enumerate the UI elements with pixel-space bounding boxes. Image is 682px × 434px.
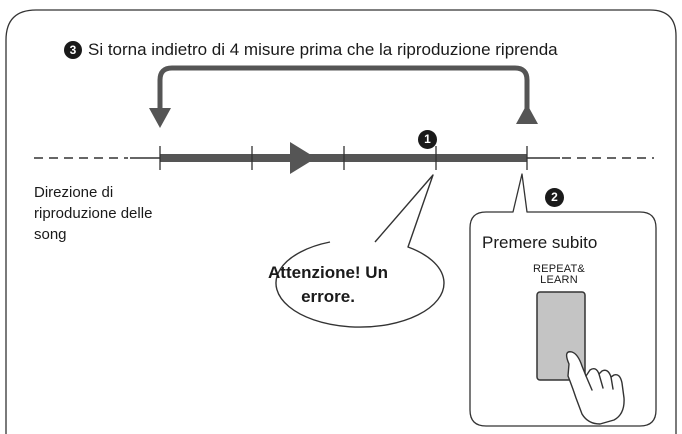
step3-text: Si torna indietro di 4 misure prima che … — [88, 40, 558, 59]
hand-pointer-icon — [565, 351, 625, 425]
direction-label: Direzione di riproduzione delle song — [34, 184, 153, 243]
press-now-label: Premere subito — [482, 233, 598, 252]
arrow-right-icon — [290, 142, 316, 174]
error-bubble-text: Attenzione! Un errore. — [268, 263, 388, 306]
arrow-down-icon — [149, 108, 171, 128]
step3-caption: 3 Si torna indietro di 4 misure prima che… — [64, 40, 558, 60]
speech-bubble — [275, 174, 445, 328]
step2-number-badge: 2 — [545, 188, 564, 207]
arrow-up-icon — [516, 104, 538, 124]
loop-back-bracket — [157, 65, 530, 112]
step3-number-badge: 3 — [64, 41, 82, 59]
repeat-learn-label: REPEAT& LEARN — [533, 263, 585, 286]
step1-number-badge: 1 — [418, 130, 437, 149]
outer-frame — [5, 9, 677, 434]
